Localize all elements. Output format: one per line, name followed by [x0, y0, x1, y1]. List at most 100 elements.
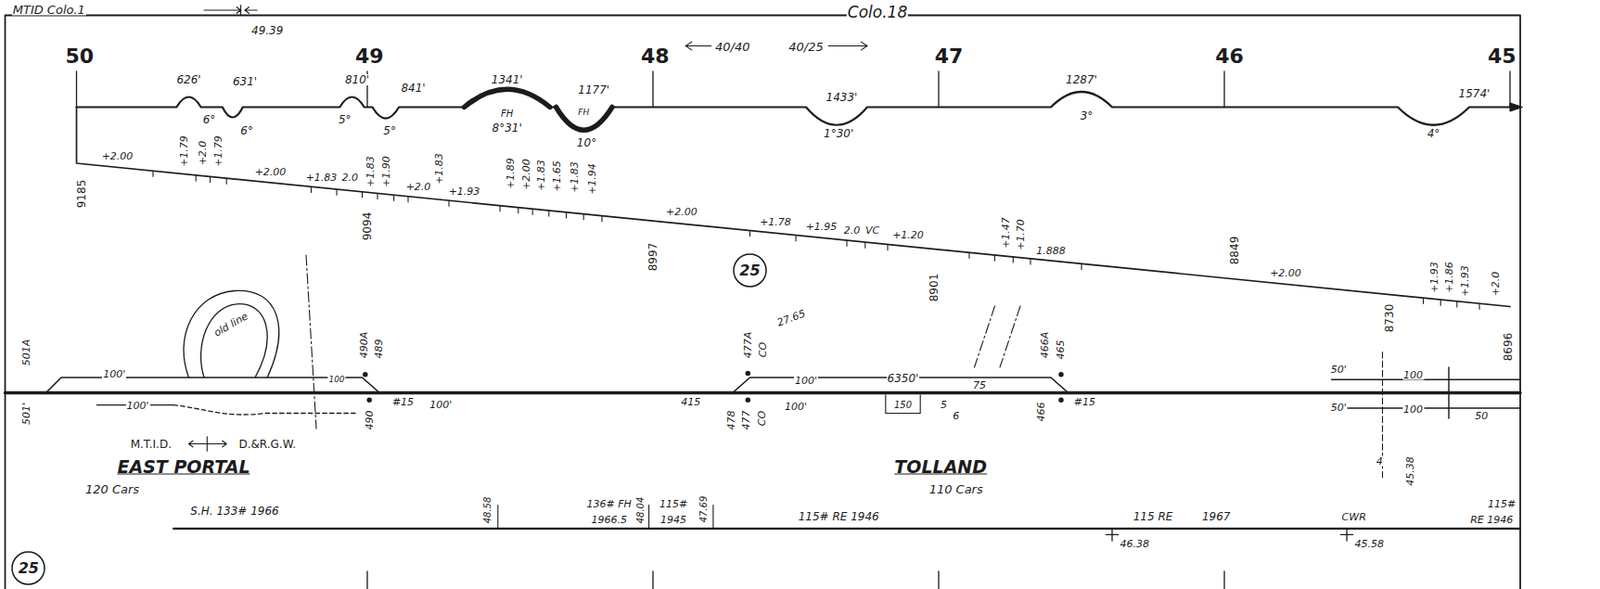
upright-label: 9185 [76, 179, 88, 210]
chart-label: 4 [1375, 456, 1384, 467]
dashed-track [173, 405, 358, 415]
chart-label: +1.83 [536, 158, 547, 192]
chart-label: +1.83 [569, 161, 580, 195]
upright-label: 8696 [1502, 332, 1514, 363]
grade-break-tick [583, 214, 585, 221]
grade-break-tick [886, 243, 888, 251]
chart-label: 478 [725, 409, 736, 432]
chart-frame [5, 15, 1522, 589]
chart-label: +1.65 [550, 159, 562, 193]
chart-label: 100' [428, 398, 453, 410]
switch-dot [366, 396, 372, 403]
chart-label: +1.95 [805, 221, 839, 232]
main-track [5, 391, 1522, 395]
grade-break-tick [448, 200, 449, 207]
chart-label: +2.0 [1489, 269, 1500, 297]
station-name: TOLLAND [893, 457, 988, 475]
chart-label: 115 RE [1132, 511, 1175, 523]
chart-label: S.H. 133# 1966 [189, 505, 280, 517]
chart-label: 2.0 [843, 224, 862, 235]
milepost-number: 50 [64, 46, 95, 67]
upright-label: 9094 [361, 211, 373, 243]
chart-label: 47.69 [699, 495, 709, 525]
chart-label: 1966.5 [589, 513, 628, 525]
grade-break-tick [749, 230, 751, 238]
curvature-line [76, 89, 1511, 130]
ownership-boundary-marker [189, 436, 228, 451]
chart-label: 1177' [576, 84, 611, 96]
chart-label: 40/40 [714, 39, 751, 52]
chart-label: 1967 [1201, 511, 1232, 523]
grade-break-tick [376, 192, 378, 200]
chart-label: 466 [1036, 401, 1047, 423]
chart-label: 100' [793, 375, 819, 386]
chart-label: +1.93 [1459, 264, 1470, 298]
chart-label: +1.47 [999, 216, 1011, 250]
chart-label: 120 Cars [84, 482, 141, 495]
circled-track-number: 25 [732, 253, 768, 288]
chart-label: 8°31' [491, 122, 524, 134]
chart-label: 501' [20, 400, 31, 425]
chart-label: 631' [231, 76, 258, 88]
chart-label: 110 Cars [928, 482, 985, 495]
grade-break-tick [1080, 263, 1082, 270]
milepost-number: 47 [934, 46, 965, 67]
chart-label: 48.58 [483, 496, 493, 525]
chart-label: 4° [1426, 128, 1442, 140]
chart-label: +2.00 [101, 151, 135, 162]
chart-label: +1.79 [179, 134, 190, 168]
grade-break-tick [1478, 303, 1480, 310]
chart-label: 501A [20, 337, 31, 367]
switch-dot [745, 396, 752, 403]
boundary-marker [204, 5, 257, 16]
length-bracket [885, 395, 921, 414]
chart-label: old line [211, 310, 251, 340]
chart-label: 50 [1473, 409, 1489, 421]
upright-label: M.T.I.D. [129, 438, 173, 450]
switch-dot [1058, 371, 1064, 378]
chart-label: +2.00 [665, 205, 699, 217]
upright-label: 8901 [928, 272, 940, 304]
grade-break-tick [1029, 258, 1031, 266]
chart-label: 1945 [659, 513, 688, 525]
chart-label: #15 [1073, 396, 1097, 408]
grade-break-tick [1456, 301, 1458, 308]
grade-break-tick [209, 176, 211, 183]
chart-label: 136# FH [586, 499, 633, 510]
grade-break-tick [1440, 299, 1442, 307]
chart-label: +2.0 [196, 140, 207, 167]
chart-label: CWR [1341, 511, 1368, 522]
grade-break-tick [864, 242, 866, 249]
chart-label: 1574' [1458, 88, 1492, 100]
milepost-number: 46 [1214, 46, 1245, 67]
chart-label: CO [755, 409, 767, 427]
chart-label: 40/25 [787, 39, 824, 52]
milepost-number: 45 [1486, 46, 1518, 67]
chart-label: Colo.18 [846, 4, 909, 21]
node-text: 25 [18, 561, 39, 576]
upright-label: 8730 [1383, 303, 1396, 334]
upright-label: 8849 [1228, 234, 1241, 266]
arrow-head [1510, 102, 1523, 112]
chart-label: 490 [364, 409, 375, 432]
grade-break-tick [601, 216, 602, 223]
old-line-track [183, 290, 280, 378]
chart-label: 477A [742, 331, 754, 360]
circle-shape [733, 254, 767, 287]
chart-label: 50' [1330, 401, 1348, 412]
chart-label: 1287' [1064, 74, 1099, 86]
switch-dot [745, 371, 752, 377]
chart-label: 100 [327, 375, 346, 384]
chart-label: 100 [1402, 369, 1424, 380]
chart-label: RE 1946 [1469, 513, 1514, 525]
chart-label: +1.79 [213, 134, 224, 168]
chart-label: +2.00 [254, 166, 288, 177]
grade-break-tick [845, 240, 847, 247]
chart-label: 48.04 [636, 496, 646, 525]
chart-label: 1433' [825, 91, 859, 103]
curve-heavy [464, 89, 613, 130]
chart-label: 489 [373, 338, 384, 360]
chart-label: 6° [202, 114, 218, 126]
chart-label: VC [864, 224, 881, 235]
